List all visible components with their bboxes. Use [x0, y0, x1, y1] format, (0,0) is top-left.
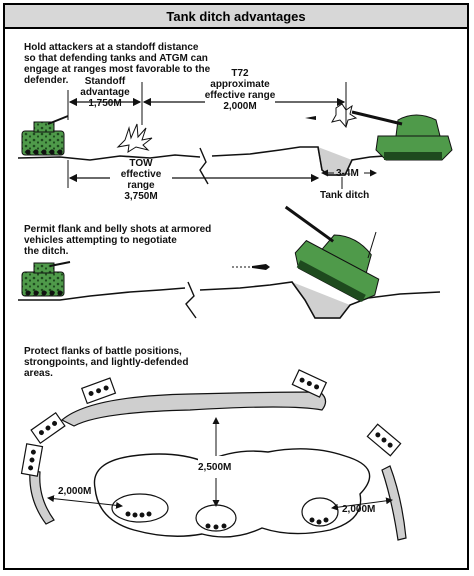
panel2-caption-line-3: the ditch. — [24, 246, 69, 257]
ditch-arc-left — [29, 469, 55, 525]
tow-label-value: 3,750M — [124, 191, 158, 202]
enemy-element-upper-right — [291, 369, 328, 398]
figure-title: Tank ditch advantages — [5, 5, 467, 29]
t72-label-line-1: T72 — [231, 68, 249, 79]
panel3-caption-line-2: strongpoints, and lightly-defended — [24, 357, 189, 368]
defending-atgm-vehicle — [21, 115, 69, 156]
distance-label-left: 2,000M — [58, 486, 92, 497]
attacking-t72-tank — [351, 110, 453, 161]
battle-position-left — [111, 493, 169, 523]
standoff-label-line-2: advantage — [80, 87, 130, 98]
panel2-caption-line-2: vehicles attempting to negotiate — [24, 235, 177, 246]
battle-position-boundary — [93, 448, 371, 538]
standoff-label-value: 1,750M — [88, 98, 122, 109]
muzzle-flash — [330, 103, 358, 129]
standoff-label-line-1: Standoff — [84, 76, 126, 87]
tank-ditch-p2 — [291, 281, 351, 319]
ditch-arc-center — [60, 391, 327, 427]
panel-flank-protection — [20, 369, 407, 541]
range-line-right — [331, 497, 393, 511]
range-line-left — [47, 495, 123, 509]
terrain-break-mark — [199, 147, 209, 185]
enemy-element-left — [20, 443, 44, 477]
ditch-arc-right — [381, 465, 407, 541]
tank-ditch-label: Tank ditch — [320, 190, 370, 201]
impact-burst — [116, 123, 153, 153]
tank-ditch — [317, 146, 353, 176]
terrain-line-p2-left — [18, 287, 186, 301]
terrain-line-left — [17, 154, 201, 161]
enemy-element-mid-left — [30, 412, 66, 444]
defending-atgm-vehicle-p2 — [21, 261, 71, 297]
terrain-break-mark-p2 — [185, 281, 197, 319]
enemy-element-mid-right — [366, 423, 402, 457]
position-vehicles — [125, 511, 329, 530]
panel-flank-shots — [18, 205, 441, 319]
panel-standoff — [17, 82, 453, 189]
enemy-element-upper-left — [80, 377, 117, 405]
panel3-caption-line-3: areas. — [24, 368, 53, 379]
tank-antenna — [367, 231, 377, 259]
ditch-width-label: 3-4M — [336, 168, 359, 179]
panel1-caption-line-1: Hold attackers at a standoff distance — [24, 42, 199, 53]
panel3-caption-line-1: Protect flanks of battle positions, — [24, 346, 182, 357]
t72-label-value: 2,000M — [223, 101, 257, 112]
tow-label-line-3: range — [127, 180, 155, 191]
tow-range-label: TOW effective range 3,750M — [106, 158, 176, 202]
panel2-caption-line-1: Permit flank and belly shots at armored — [24, 224, 212, 235]
incoming-round — [305, 116, 316, 120]
atgm-missile — [252, 264, 270, 270]
panel1-caption-line-2: so that defending tanks and ATGM can — [24, 53, 208, 64]
t72-label-line-2: approximate — [210, 79, 270, 90]
distance-label-center: 2,500M — [198, 462, 232, 473]
standoff-label: Standoff advantage 1,750M — [68, 76, 142, 109]
panel1-caption-line-3: engage at ranges most favorable to the — [24, 64, 211, 75]
distance-label-right: 2,000M — [342, 504, 376, 515]
tow-label-line-2: effective — [120, 169, 162, 180]
panel1-caption-line-4: defender. — [24, 75, 69, 86]
battle-position-right — [301, 497, 339, 527]
t72-range-label: T72 approximate effective range 2,000M — [192, 68, 288, 112]
tilted-tank-in-ditch — [284, 205, 380, 302]
tow-label-line-1: TOW — [129, 158, 153, 169]
t72-label-line-3: effective range — [204, 90, 276, 101]
